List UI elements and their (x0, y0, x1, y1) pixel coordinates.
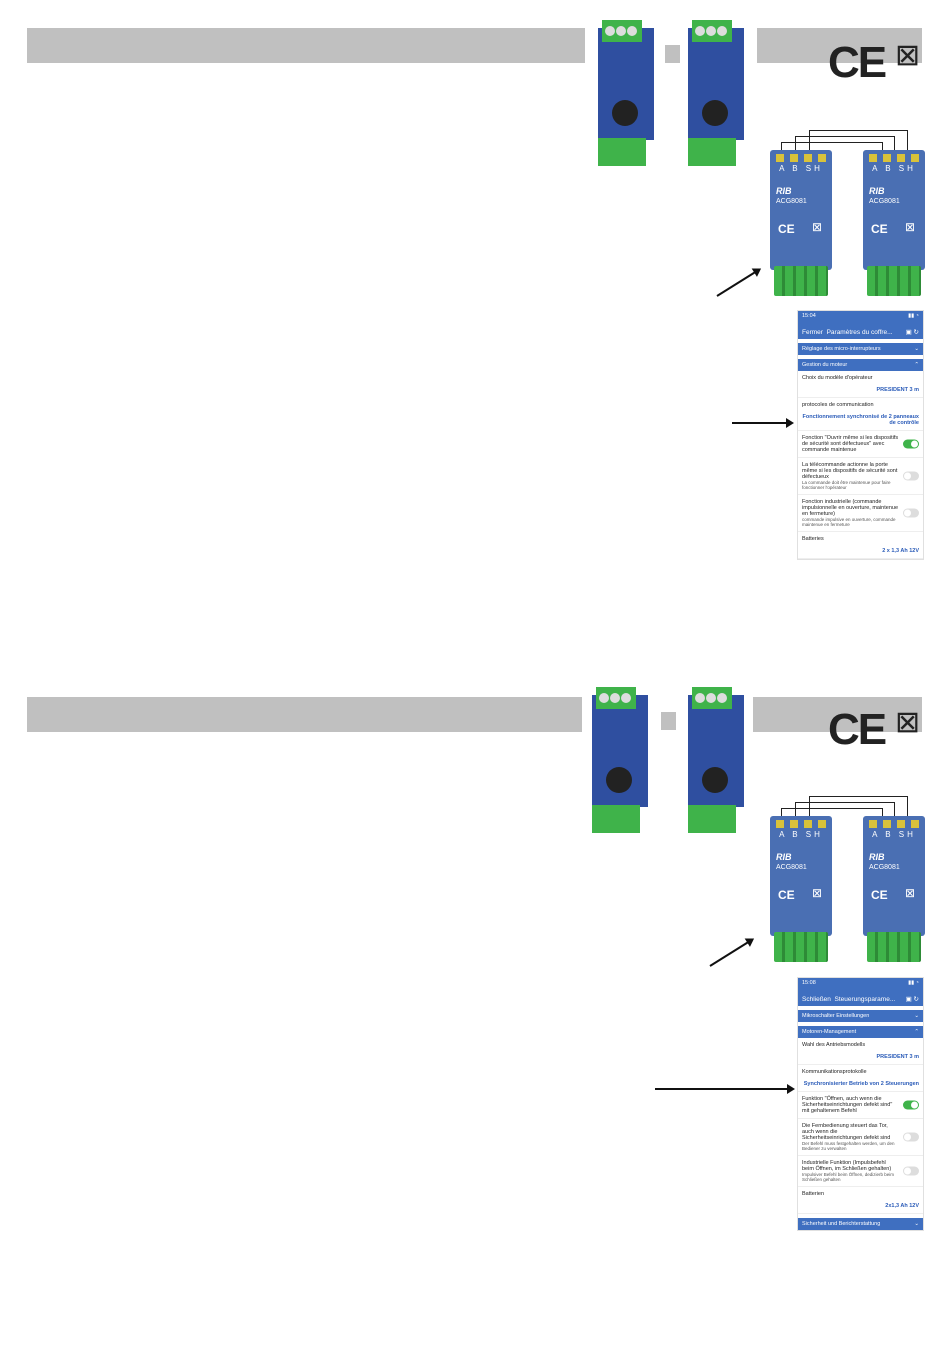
section-micro-switches[interactable]: Mikroschalter Einstellungen⌄ (798, 1010, 923, 1022)
wire-a-2 (781, 808, 883, 821)
section-micro-switches[interactable]: Réglage des micro-interrupteurs⌄ (798, 343, 923, 355)
row-batteries[interactable]: Batterien 2x1,3 Ah 12V (798, 1187, 923, 1214)
app-screenshot-1: 15:04▮▮ ◔ Fermer Paramètres du coffre...… (797, 310, 924, 560)
row-industrial-function: Industrielle Funktion (Impulsbefehl beim… (798, 1156, 923, 1187)
section-header-bar-2c (753, 697, 922, 732)
chevron-down-icon: ⌄ (914, 1221, 919, 1227)
circuit-board-image-2a (592, 687, 648, 833)
acg8081-module-2a: A B SH RIB ACG8081 CE ⊠ (770, 816, 832, 962)
wire-a-1 (781, 142, 883, 155)
weee-bin-icon: ⊠ (895, 706, 921, 739)
chevron-down-icon: ⌄ (914, 1013, 919, 1019)
row-batteries[interactable]: Batteries 2 x 1,3 Ah 12V (798, 532, 923, 559)
section-motor-management[interactable]: Gestion du moteur⌃ (798, 359, 923, 371)
phone-title-bar: Schließen Steuerungsparame... ▣ ↻ (798, 992, 923, 1006)
toggle-switch[interactable] (903, 439, 919, 449)
section-header-bar-1 (27, 28, 585, 63)
row-open-defective-safety: Fonction "Ouvrir même si les dispositifs… (798, 431, 923, 458)
wire-b-2 (795, 802, 895, 821)
circuit-board-image-1b (688, 20, 744, 166)
chevron-down-icon: ⌄ (914, 346, 919, 352)
circuit-board-image-2b (688, 687, 744, 833)
row-operator-model[interactable]: Wahl des Antriebsmodells PRESIDENT 3 m (798, 1038, 923, 1065)
chevron-up-icon: ⌃ (914, 362, 919, 368)
toggle-switch[interactable] (903, 471, 919, 481)
arrow-to-connector-2 (709, 938, 753, 967)
section-header-bar-1b (665, 45, 680, 63)
section-header-bar-2 (27, 697, 582, 732)
row-operator-model[interactable]: Choix du modèle d'opérateur PRESIDENT 3 … (798, 371, 923, 398)
save-icon[interactable]: ▣ ↻ (905, 996, 919, 1003)
row-remote-defective-safety: La télécommande actionne la porte même s… (798, 458, 923, 495)
section-header-bar-2b (661, 712, 676, 730)
circuit-board-image-1a (598, 20, 654, 166)
section-safety-reporting[interactable]: Sicherheit und Berichterstattung⌄ (798, 1218, 923, 1230)
toggle-switch[interactable] (903, 1166, 919, 1176)
arrow-to-connector-1 (716, 268, 760, 297)
acg8081-module-2b: A B SH RIB ACG8081 CE ⊠ (863, 816, 925, 962)
toggle-switch[interactable] (903, 508, 919, 518)
toggle-switch[interactable] (903, 1100, 919, 1110)
row-communication-protocol[interactable]: protocoles de communication Fonctionneme… (798, 398, 923, 431)
app-screenshot-2: 15:08▮▮ ◔ Schließen Steuerungsparame... … (797, 977, 924, 1231)
weee-bin-icon: ⊠ (895, 39, 921, 72)
phone-status-bar: 15:08▮▮ ◔ (798, 978, 923, 992)
save-icon[interactable]: ▣ ↻ (905, 329, 919, 336)
arrow-to-protocol-2 (655, 1084, 795, 1094)
wire-b-1 (795, 136, 895, 155)
row-remote-defective-safety: Die Fernbedienung steuert das Tor, auch … (798, 1119, 923, 1156)
phone-status-bar: 15:04▮▮ ◔ (798, 311, 923, 325)
ce-mark: CE (828, 705, 887, 754)
acg8081-module-1a: A B SH RIB ACG8081 CE ⊠ (770, 150, 832, 296)
acg8081-module-1b: A B SH RIB ACG8081 CE ⊠ (863, 150, 925, 296)
section-motor-management[interactable]: Motoren-Management⌃ (798, 1026, 923, 1038)
wire-sh-1 (809, 130, 908, 155)
section-header-bar-1c (757, 28, 922, 63)
phone-title-bar: Fermer Paramètres du coffre... ▣ ↻ (798, 325, 923, 339)
row-communication-protocol[interactable]: Kommunikationsprotokolle Synchronisierte… (798, 1065, 923, 1092)
toggle-switch[interactable] (903, 1132, 919, 1142)
ce-mark: CE (828, 38, 887, 87)
wire-sh-2 (809, 796, 908, 821)
row-industrial-function: Fonction industrielle (commande impulsio… (798, 495, 923, 532)
chevron-up-icon: ⌃ (914, 1029, 919, 1035)
arrow-to-protocol-1 (732, 418, 794, 428)
row-open-defective-safety: Funktion "Öffnen, auch wenn die Sicherhe… (798, 1092, 923, 1119)
